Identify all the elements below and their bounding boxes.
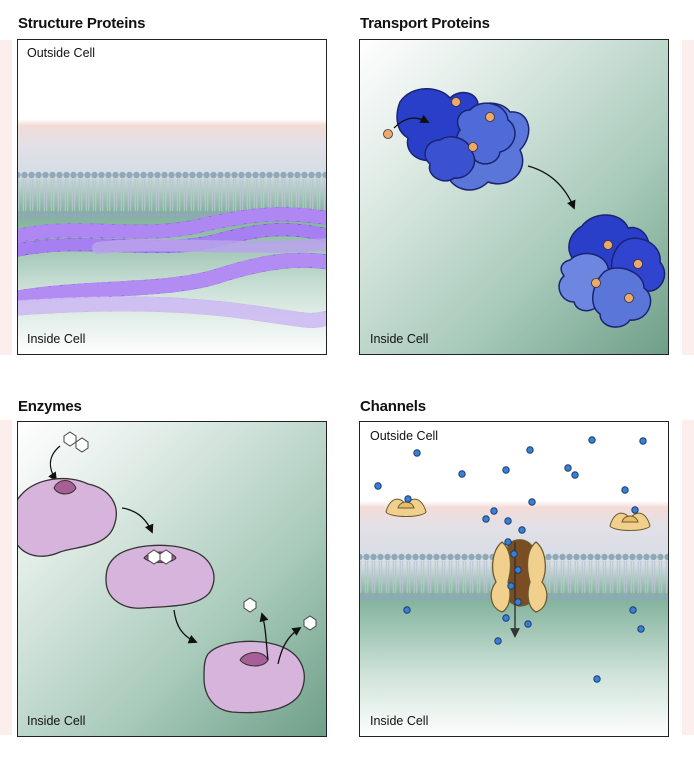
product-molecule [243, 597, 257, 613]
channel-protein [490, 539, 548, 613]
ion [374, 436, 647, 683]
transition-arrow [527, 165, 576, 210]
inside-cell-label: Inside Cell [370, 714, 429, 728]
inside-cell-label: Inside Cell [370, 332, 429, 346]
transport-protein-lower [558, 214, 666, 328]
inside-cell-label: Inside Cell [27, 714, 86, 728]
step-arrow [173, 609, 198, 644]
cargo-molecule [624, 293, 634, 303]
step-arrow [121, 507, 154, 534]
enzyme [18, 477, 117, 557]
transport-proteins-panel: Inside Cell [359, 39, 669, 355]
cargo-molecule [633, 259, 643, 269]
step-arrow [48, 445, 61, 482]
enzyme [105, 544, 215, 609]
transport-illustration [383, 88, 666, 328]
inside-cell-label: Inside Cell [27, 332, 86, 346]
outside-cell-label: Outside Cell [370, 429, 439, 443]
cargo-molecule [451, 97, 461, 107]
transport-panel-title: Transport Proteins [360, 15, 490, 32]
protein-fiber [18, 207, 326, 328]
release-arrow [277, 626, 302, 665]
cargo-molecule [603, 240, 613, 250]
channels-panel: Outside Cell Inside Cell [359, 421, 669, 737]
membrane-heads-top [18, 169, 326, 179]
structure-illustration [18, 40, 326, 354]
channels-illustration [360, 422, 668, 736]
structure-panel-title: Structure Proteins [18, 15, 146, 32]
product-molecule [303, 615, 317, 631]
membrane-tails [18, 179, 326, 211]
substrate-molecule [63, 431, 89, 453]
transport-protein-upper [396, 88, 530, 191]
enzymes-panel-title: Enzymes [18, 398, 82, 415]
release-arrow [259, 612, 269, 661]
left-edge-strip-top [0, 40, 12, 355]
cargo-molecule [591, 278, 601, 288]
channels-panel-title: Channels [360, 398, 426, 415]
small-channel-protein [385, 498, 651, 531]
right-edge-strip-top [682, 40, 694, 355]
bound-substrate [147, 549, 173, 565]
cargo-molecule [485, 112, 495, 122]
membrane-heads-bottom [18, 210, 326, 220]
cargo-molecule [468, 142, 478, 152]
cargo-molecule-free [383, 129, 393, 139]
enzymes-illustration [18, 431, 317, 714]
right-edge-strip-bottom [682, 420, 694, 735]
structure-proteins-panel: Outside Cell Inside Cell [17, 39, 327, 355]
enzymes-panel: Inside Cell [17, 421, 327, 737]
outside-cell-label: Outside Cell [27, 46, 96, 60]
entry-arrow [393, 114, 430, 129]
left-edge-strip-bottom [0, 420, 12, 735]
active-site [53, 480, 77, 495]
